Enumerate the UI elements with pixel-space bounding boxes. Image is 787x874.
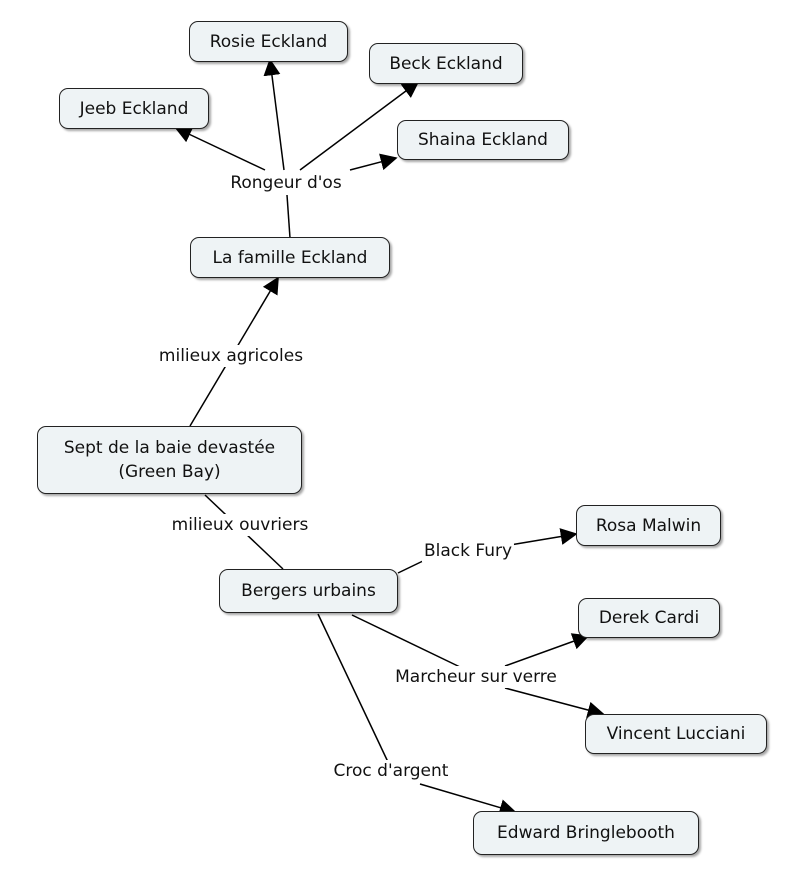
- node-rosie-eckland[interactable]: Rosie Eckland: [189, 21, 348, 62]
- line-bergers-to-blackfury: [397, 559, 426, 574]
- node-edward-bringlebooth[interactable]: Edward Bringlebooth: [473, 811, 699, 855]
- arrow-to-derek: [504, 633, 590, 667]
- arrow-to-shaina: [349, 153, 398, 171]
- node-rosa-malwin[interactable]: Rosa Malwin: [576, 505, 721, 546]
- node-sept-baie-devastee[interactable]: Sept de la baie devastée (Green Bay): [37, 426, 302, 494]
- node-bergers-urbains[interactable]: Bergers urbains: [219, 569, 398, 613]
- link-label-croc: Croc d'argent: [331, 760, 451, 782]
- line-bergers-to-marcheur: [351, 614, 461, 668]
- link-label-black-fury: Black Fury: [421, 540, 515, 562]
- line-bergers-to-croc: [317, 613, 389, 763]
- node-vincent-lucciani[interactable]: Vincent Lucciani: [585, 714, 767, 754]
- arrow-to-rosie: [263, 58, 285, 171]
- node-shaina-eckland[interactable]: Shaina Eckland: [397, 120, 569, 160]
- arrow-to-beck: [299, 80, 420, 171]
- line-famille-to-rongeur: [286, 194, 291, 239]
- node-derek-cardi[interactable]: Derek Cardi: [578, 598, 720, 638]
- arrow-to-rosa: [509, 528, 578, 546]
- link-label-marcheur: Marcheur sur verre: [393, 666, 559, 688]
- node-la-famille-eckland[interactable]: La famille Eckland: [190, 237, 390, 278]
- arrow-to-vincent: [504, 687, 605, 719]
- link-label-ouvriers: milieux ouvriers: [169, 514, 311, 536]
- node-jeeb-eckland[interactable]: Jeeb Eckland: [59, 88, 209, 129]
- link-label-rongeur: Rongeur d'os: [228, 172, 344, 194]
- arrow-to-jeeb: [174, 126, 266, 171]
- link-label-agricoles: milieux agricoles: [156, 345, 306, 367]
- arrow-to-edward: [419, 783, 517, 816]
- node-beck-eckland[interactable]: Beck Eckland: [369, 43, 523, 84]
